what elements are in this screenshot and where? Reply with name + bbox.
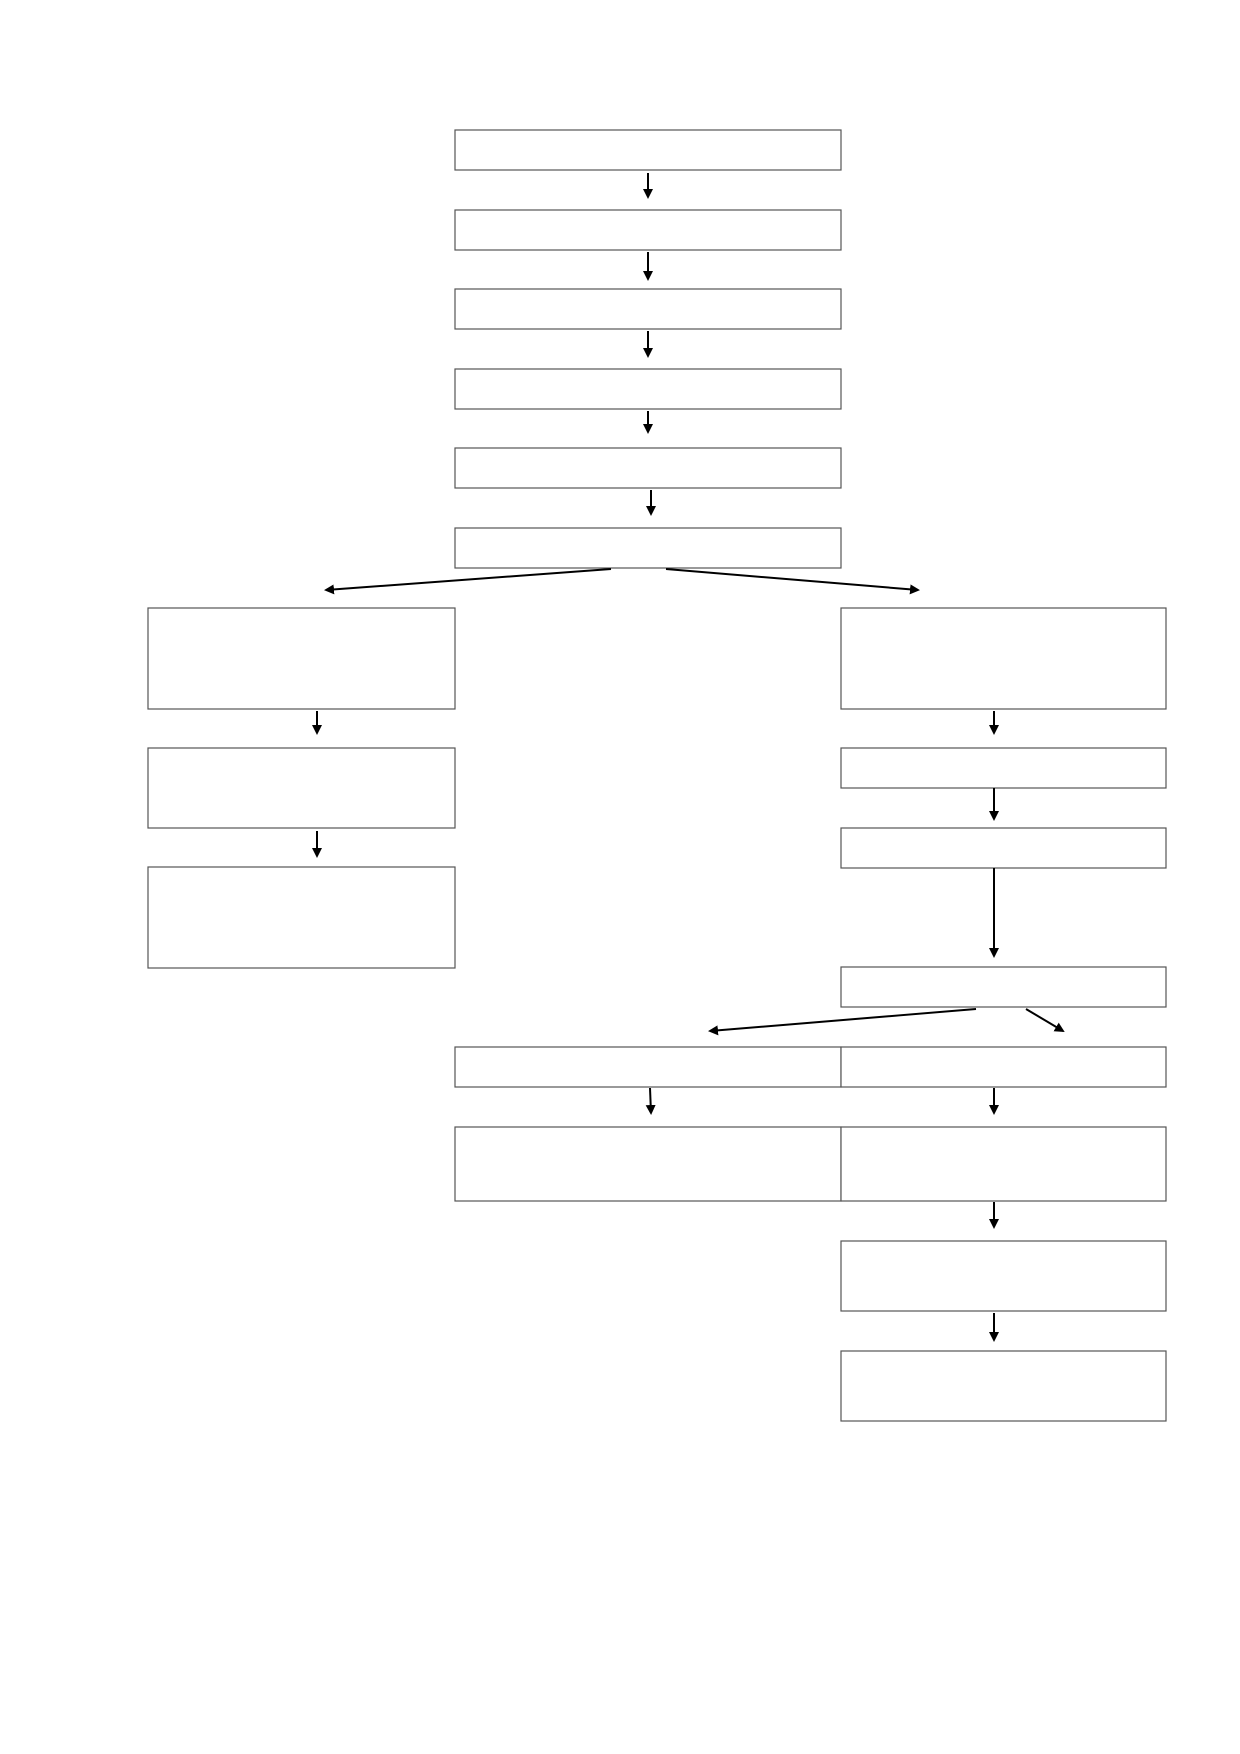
flow-box-step-2 (454, 209, 842, 251)
flow-box-sub-right-1 (840, 1046, 1167, 1088)
flow-box-step-6 (454, 527, 842, 569)
flow-box-sub-right-2 (840, 1126, 1167, 1202)
flow-box-sub-left-2 (454, 1126, 842, 1202)
flow-box-right-branch-1 (840, 607, 1167, 710)
flow-box-sub-right-3 (840, 1240, 1167, 1312)
flow-box-step-3 (454, 288, 842, 330)
arrow-sub-left-1-to-sub-left-2 (645, 1087, 656, 1115)
arrow-step-6-to-right-branch (665, 568, 920, 595)
flow-box-left-branch-2 (147, 747, 456, 829)
flow-box-step-4 (454, 368, 842, 410)
flow-box-right-branch-4 (840, 966, 1167, 1008)
flow-box-left-branch-1 (147, 607, 456, 710)
arrow-step-6-to-left-branch (324, 568, 612, 595)
flow-box-sub-left-1 (454, 1046, 842, 1088)
flow-box-sub-right-4 (840, 1350, 1167, 1422)
flow-box-right-branch-3 (840, 827, 1167, 869)
arrow-right-4-to-sub-right-1 (1025, 1008, 1065, 1033)
arrow-right-4-to-sub-left-1 (708, 1008, 977, 1036)
flow-box-step-1 (454, 129, 842, 171)
flow-box-step-5 (454, 447, 842, 489)
flow-box-left-branch-3 (147, 866, 456, 969)
flow-box-right-branch-2 (840, 747, 1167, 789)
